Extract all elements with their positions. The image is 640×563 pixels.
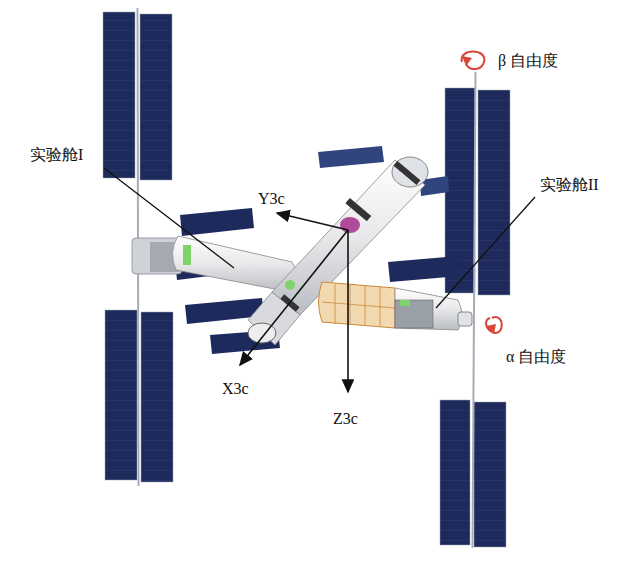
axis-label: Z3c xyxy=(333,410,358,428)
module-label: 实验舱II xyxy=(540,176,599,194)
axis-label: X3c xyxy=(222,380,249,398)
rotation-label: α 自由度 xyxy=(506,348,566,366)
rotation-label: β 自由度 xyxy=(498,52,558,70)
axis-label: Y3c xyxy=(258,190,285,208)
module-label: 实验舱I xyxy=(30,146,83,164)
